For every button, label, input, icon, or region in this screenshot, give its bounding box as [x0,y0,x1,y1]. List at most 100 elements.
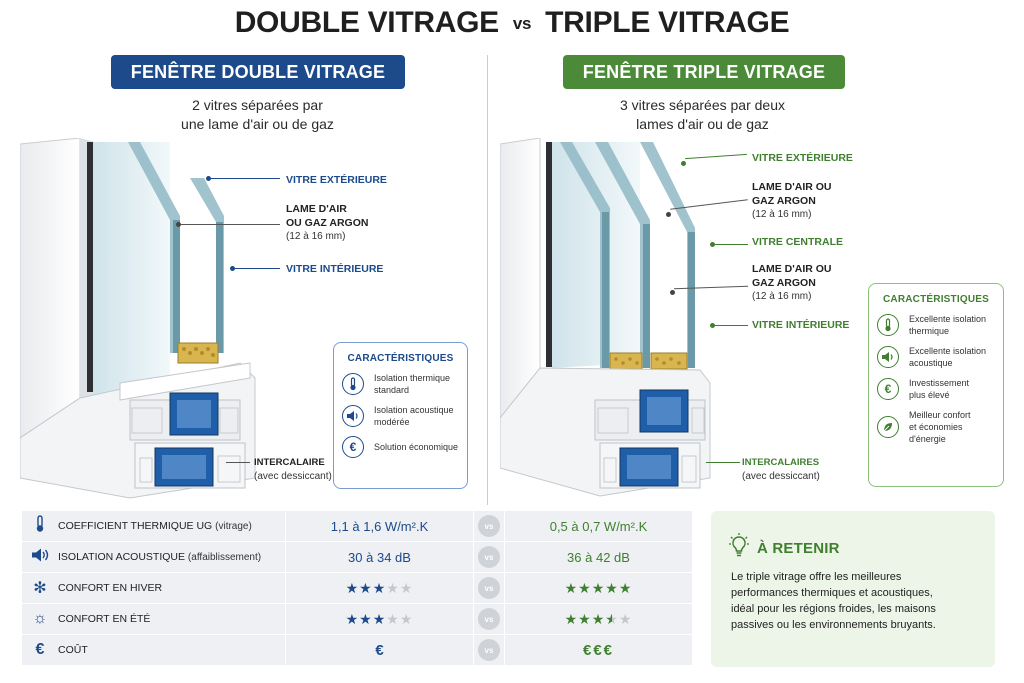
triple-subtitle-line: lames d'air ou de gaz [636,116,769,132]
leaf-icon [877,416,899,438]
star-empty-icon: ★ [399,579,414,596]
triple-callout-air-gap-2: LAME D'AIR OU GAZ ARGON (12 à 16 mm) [752,262,832,304]
triple-callout-interior-pane: VITRE INTÉRIEURE [752,319,850,331]
table-row-summer: ☼ CONFORT EN ÉTÉ ★★★★★ vs ★★★★★ [22,604,692,634]
thermometer-icon [342,373,364,395]
double-gap-line: OU GAZ ARGON [286,217,369,229]
double-char-item-cost: € Solution économique [342,436,461,458]
vs-cell: vs [474,511,504,541]
vs-cell: vs [474,542,504,572]
triple-callout-spacers: INTERCALAIRES (avec dessiccant) [742,456,820,484]
vs-badge: vs [478,608,500,630]
double-gap-thickness: (12 à 16 mm) [286,231,346,242]
euro-icon: € [342,436,364,458]
lightbulb-icon [729,533,749,564]
double-callout-interior-pane: VITRE INTÉRIEURE [286,263,384,275]
double-gap-line: LAME D'AIR [286,203,347,215]
double-char-item-thermal: Isolation thermique standard [342,372,461,396]
euro-icon: € [35,641,45,658]
double-char-text: Isolation thermique standard [374,372,450,396]
double-glazing-banner: FENÊTRE DOUBLE VITRAGE [111,55,405,89]
star-icon: ★ [372,579,387,596]
center-divider [487,55,488,505]
double-ext-leader [210,178,280,179]
triple-glazing-banner: FENÊTRE TRIPLE VITRAGE [563,55,845,89]
double-int-marker [230,266,235,271]
star-icon: ★ [372,610,387,627]
star-empty-icon: ★ [386,579,400,596]
triple-callout-exterior-pane: VITRE EXTÉRIEURE [752,152,853,164]
triple-ext-marker [681,161,686,166]
vs-badge: vs [478,577,500,599]
triple-gap1-marker [666,212,671,217]
triple-char-text: Meilleur confort et économies d'énergie [909,409,971,445]
star-icon: ★ [564,579,579,596]
char-line: standard [374,385,410,395]
row-label-text: COEFFICIENT THERMIQUE Ug [58,520,213,532]
star-icon: ★ [605,579,619,596]
triple-value: €€€ [505,635,692,665]
star-half-icon: ★ [605,610,619,627]
triple-spacer-sub: (avec dessiccant) [742,471,820,482]
char-line: Isolation thermique [374,373,451,383]
row-label: COÛT [58,644,88,656]
thermometer-icon [877,314,899,336]
snowflake-icon: ✻ [33,580,47,597]
triple-char-item-cost: € Investissement plus élevé [877,377,997,401]
vs-badge: vs [478,546,500,568]
star-empty-icon: ★ [399,610,414,627]
double-char-item-acoustic: Isolation acoustique modérée [342,404,461,428]
star-icon: ★ [564,610,579,627]
speaker-icon [22,548,58,567]
double-subtitle-line: une lame d'air ou de gaz [181,116,334,132]
vs-cell: vs [474,604,504,634]
char-line: Excellente isolation [909,314,987,324]
triple-value: 36 à 42 dB [505,542,692,572]
double-gap-leader [180,224,280,225]
key-takeaway-text: Le triple vitrage offre les meilleures p… [731,569,981,633]
euro-icon: € [877,378,899,400]
star-icon: ★ [359,579,373,596]
takeaway-line: Le triple vitrage offre les meilleures [731,571,902,583]
speaker-icon [877,346,899,368]
triple-char-text: Excellente isolation thermique [909,313,986,337]
speaker-icon [342,405,364,427]
star-icon: ★ [345,579,360,596]
double-characteristics-box: CARACTÉRISTIQUES Isolation thermique sta… [333,342,468,489]
triple-char-item-thermal: Excellente isolation thermique [877,313,997,337]
triple-gap-line: GAZ ARGON [752,277,816,289]
double-spacer-leader [226,462,250,463]
takeaway-line: passives ou les environnements bruyants. [731,619,936,631]
double-subtitle-line: 2 vitres séparées par [192,97,323,113]
row-label-cell: € COÛT [22,635,285,665]
triple-char-text: Excellente isolation acoustique [909,345,986,369]
char-line: thermique [909,326,950,336]
star-icon: ★ [345,610,360,627]
takeaway-line: idéal pour les régions froides, les mais… [731,603,936,615]
double-value: 30 à 34 dB [286,542,473,572]
double-int-leader [234,268,280,269]
star-icon: ★ [359,610,373,627]
star-icon: ★ [591,579,606,596]
title-vs: vs [512,14,532,33]
table-row-winter: ✻ CONFORT EN HIVER ★★★★★ vs ★★★★★ [22,573,692,603]
triple-stars: ★★★★★ [505,573,692,603]
row-label-cell: ☼ CONFORT EN ÉTÉ [22,604,285,634]
triple-gap-line: GAZ ARGON [752,195,816,207]
star-empty-icon: ★ [618,610,633,627]
double-spacer-line: INTERCALAIRE [254,457,325,468]
thermometer-icon [22,514,58,538]
double-callout-spacer: INTERCALAIRE (avec dessiccant) [254,456,332,484]
char-line: Solution économique [374,442,459,452]
char-line: Isolation acoustique [374,405,454,415]
triple-char-item-acoustic: Excellente isolation acoustique [877,345,997,369]
vs-cell: vs [474,635,504,665]
row-label: CONFORT EN HIVER [58,582,163,594]
char-line: Investissement [909,378,970,388]
double-value: € [286,635,473,665]
triple-gap-line: LAME D'AIR OU [752,263,832,275]
triple-subtitle: 3 vitres séparées par deux lames d'air o… [575,96,830,134]
double-spacer-sub: (avec dessiccant) [254,471,332,482]
sun-icon: ☼ [32,610,48,627]
